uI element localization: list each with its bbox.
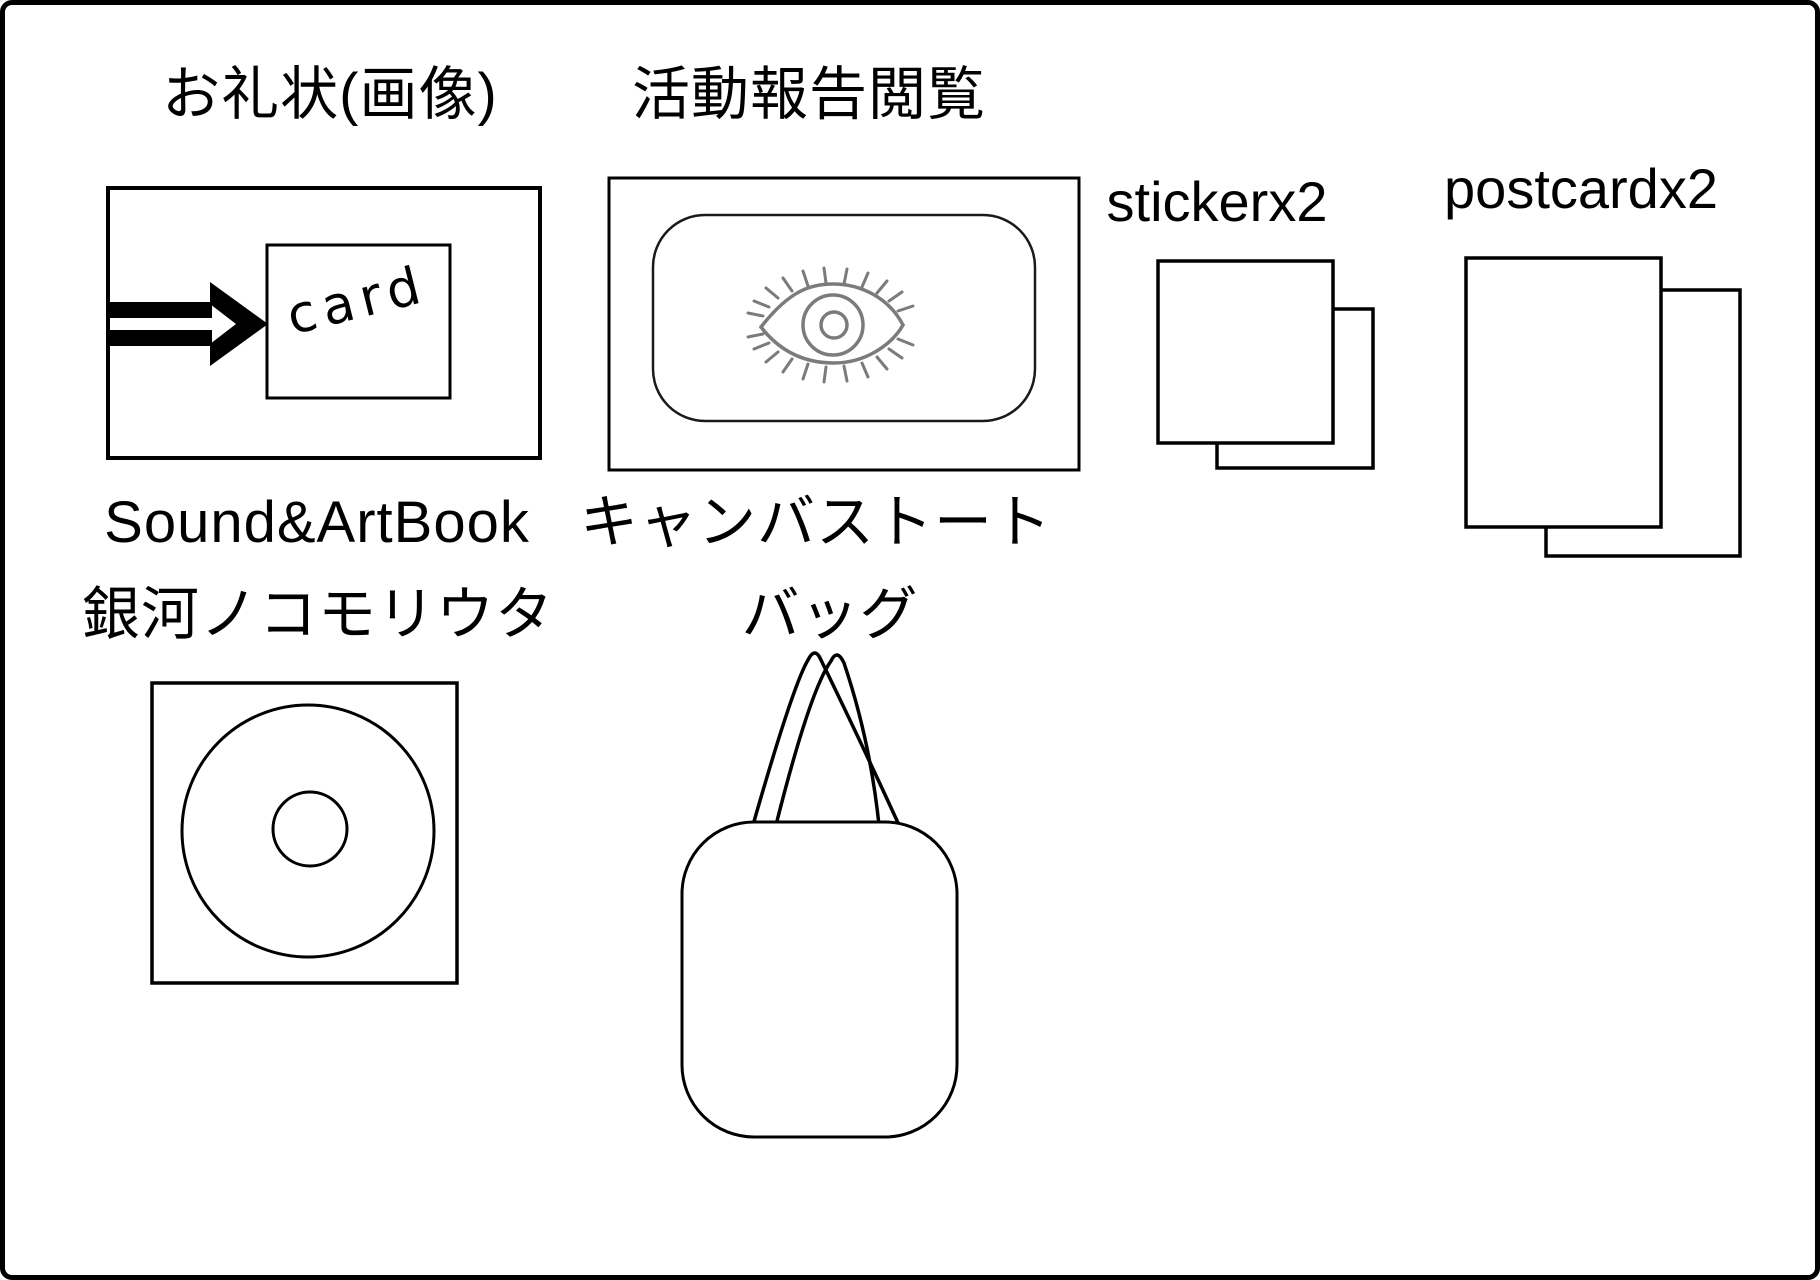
sound-artbook-title: Sound&ArtBook: [104, 490, 530, 555]
letter-outer-frame: [106, 186, 542, 460]
tote-body: [680, 820, 959, 1139]
tote-handle-back: [774, 653, 881, 826]
sticker-stack: [1156, 259, 1375, 470]
tote-bag-title: キャンバストート: [579, 490, 1053, 555]
card-rect: [265, 243, 452, 400]
activity-report-illustration: [607, 176, 1081, 472]
cd-sleeve: [150, 681, 459, 985]
cd-icon: [150, 681, 459, 985]
postcard-stack: [1464, 256, 1742, 558]
eye-icon: [746, 266, 915, 384]
sticker-front: [1156, 259, 1335, 445]
thank-you-letter-illustration: [106, 186, 542, 460]
report-outer-frame: [607, 176, 1081, 472]
tote-bag-subtitle: バッグ: [741, 582, 919, 647]
postcard-label: postcardx2: [1444, 157, 1718, 220]
diagram-artwork: [106, 176, 1742, 1139]
sound-artbook-subtitle: 銀河ノコモリウタ: [81, 582, 555, 647]
tote-bag-icon: [680, 651, 959, 1139]
report-screen: [651, 213, 1037, 423]
thank-you-letter-label: お礼状(画像): [162, 62, 498, 127]
activity-report-label: 活動報告閲覧: [631, 62, 987, 127]
postcard-front: [1464, 256, 1663, 529]
double-arrow-right-icon: [108, 282, 268, 366]
cd-disc: [180, 703, 436, 959]
cd-hole: [271, 790, 349, 868]
tote-handle-front: [751, 651, 901, 826]
sticker-label: stickerx2: [1106, 170, 1328, 233]
